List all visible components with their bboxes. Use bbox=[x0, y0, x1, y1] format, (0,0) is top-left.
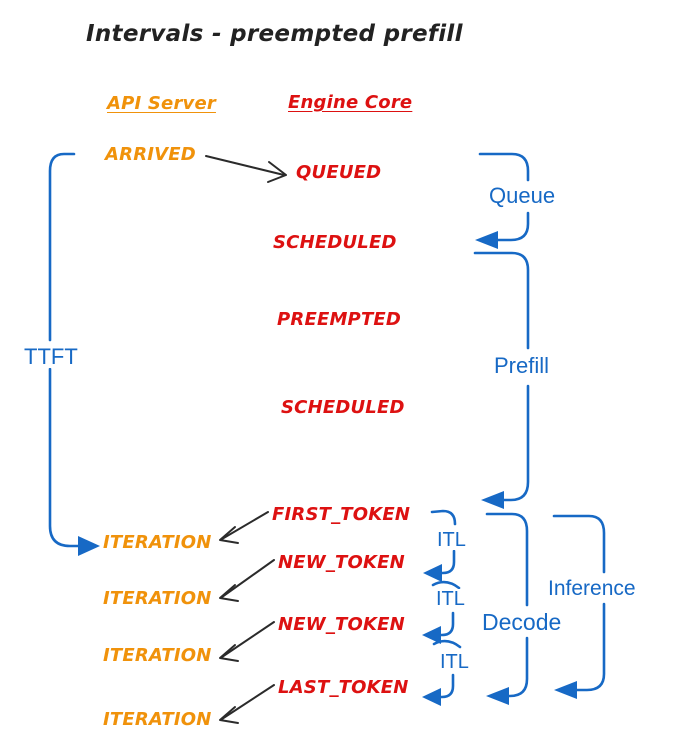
event-first-token: FIRST_TOKEN bbox=[272, 504, 411, 525]
event-new-token-1: NEW_TOKEN bbox=[278, 552, 405, 573]
column-header-engine-core: Engine Core bbox=[288, 92, 413, 113]
event-arrived: ARRIVED bbox=[105, 144, 196, 165]
interval-label-ttft: TTFT bbox=[24, 344, 78, 369]
arrow-last-token-to-iteration bbox=[219, 684, 275, 724]
decode-arrowhead-left-icon bbox=[486, 687, 509, 705]
interval-label-decode: Decode bbox=[482, 609, 562, 635]
itl-bracket-1 bbox=[423, 509, 457, 582]
page-title: Intervals - preempted prefill bbox=[86, 21, 463, 47]
interval-label-itl-1: ITL bbox=[437, 529, 466, 551]
interval-label-itl-3: ITL bbox=[440, 651, 469, 673]
event-last-token: LAST_TOKEN bbox=[278, 677, 409, 698]
event-iteration-2: ITERATION bbox=[103, 588, 212, 609]
prefill-bracket bbox=[473, 251, 530, 509]
event-scheduled-2: SCHEDULED bbox=[281, 397, 405, 418]
itl3-arrowhead-left-icon bbox=[422, 688, 441, 706]
itl2-arrowhead-left-icon bbox=[422, 626, 441, 644]
event-iteration-3: ITERATION bbox=[103, 645, 212, 666]
queue-arrowhead-left-icon bbox=[475, 231, 498, 249]
arrow-arrived-to-queued bbox=[205, 155, 287, 183]
inference-bracket bbox=[552, 514, 606, 699]
event-scheduled-1: SCHEDULED bbox=[273, 232, 397, 253]
queue-bracket bbox=[475, 152, 530, 249]
arrow-new-token-1-to-iteration bbox=[219, 559, 275, 602]
prefill-arrowhead-left-icon bbox=[481, 491, 504, 509]
event-iteration-1: ITERATION bbox=[103, 532, 212, 553]
interval-label-inference: Inference bbox=[548, 577, 636, 600]
column-header-api-server: API Server bbox=[107, 93, 216, 114]
arrow-first-token-to-iteration bbox=[219, 511, 269, 544]
interval-label-prefill: Prefill bbox=[494, 353, 550, 378]
ttft-bracket bbox=[48, 152, 100, 556]
interval-label-itl-2: ITL bbox=[436, 588, 465, 610]
interval-label-queue: Queue bbox=[489, 183, 556, 208]
inference-arrowhead-left-icon bbox=[554, 681, 577, 699]
event-preempted: PREEMPTED bbox=[277, 309, 402, 330]
decode-bracket bbox=[485, 512, 529, 705]
ttft-arrowhead-right-icon bbox=[78, 536, 100, 556]
itl1-arrowhead-left-icon bbox=[423, 564, 442, 582]
itl-bracket-3 bbox=[422, 639, 462, 706]
event-new-token-2: NEW_TOKEN bbox=[278, 614, 405, 635]
arrow-new-token-2-to-iteration bbox=[219, 621, 275, 662]
itl-bracket-2 bbox=[422, 580, 461, 644]
event-iteration-4: ITERATION bbox=[103, 709, 212, 730]
event-queued: QUEUED bbox=[296, 162, 382, 183]
